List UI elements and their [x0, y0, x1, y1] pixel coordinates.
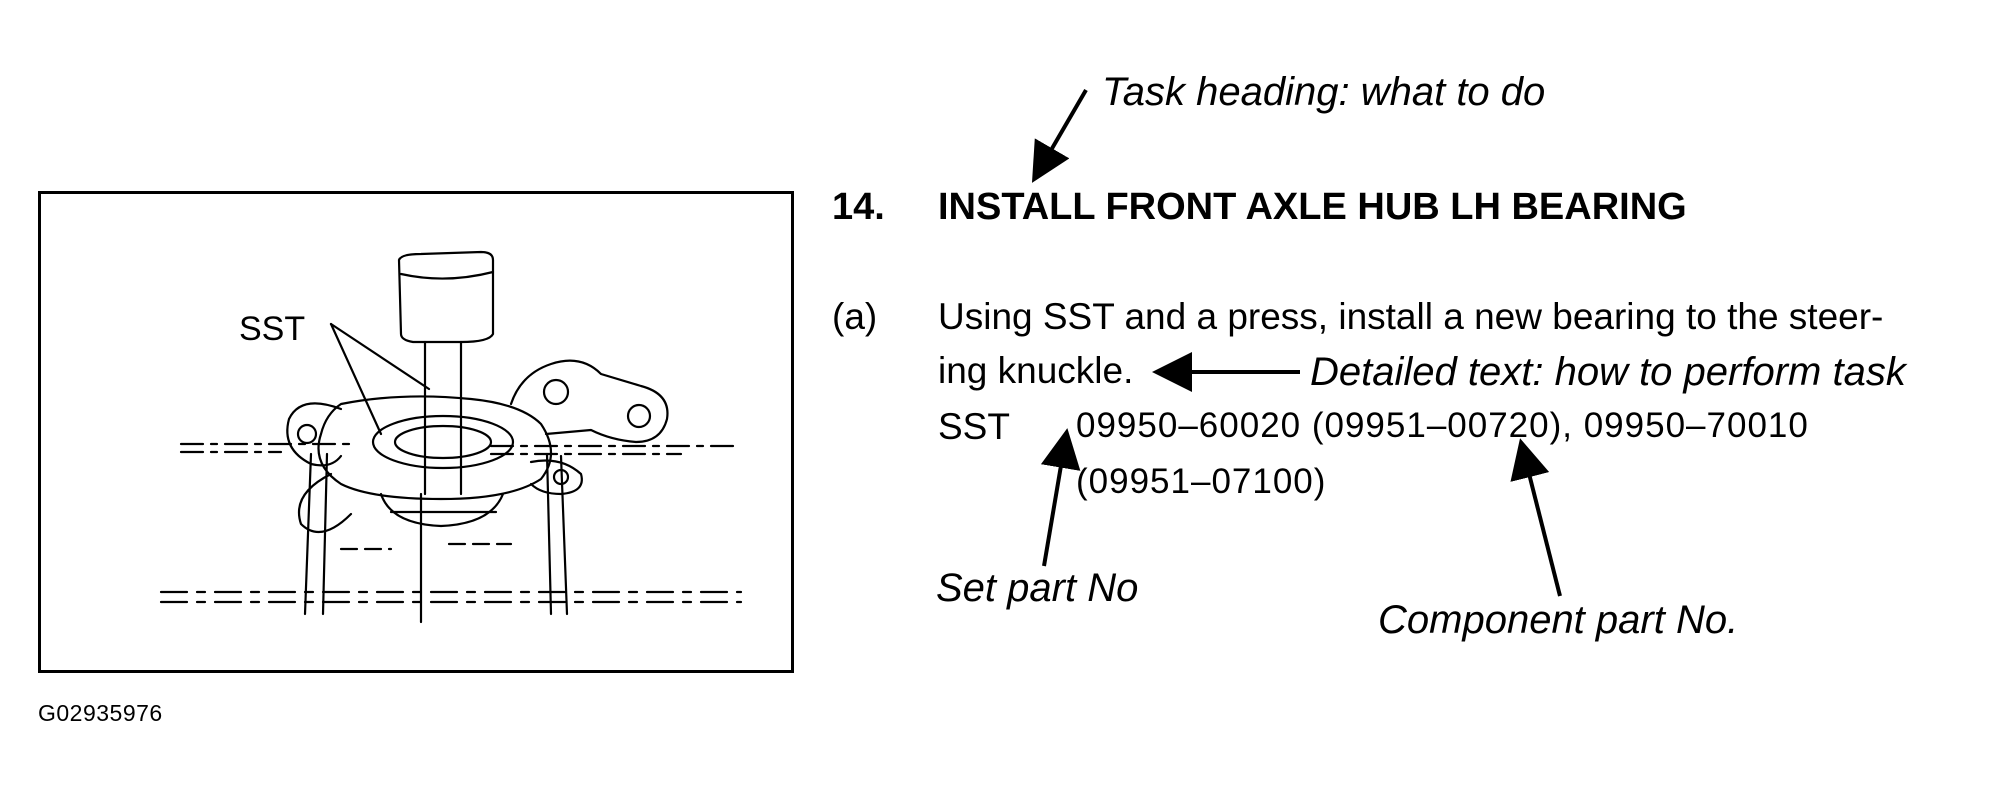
- set-part-arrow: [1040, 428, 1081, 567]
- figure-code: G02935976: [38, 700, 163, 726]
- task-heading-annotation: Task heading: what to do: [1102, 70, 1546, 114]
- sst-part-numbers-line-2: (09951–07100): [1076, 462, 1327, 501]
- step-number: 14.: [832, 186, 885, 228]
- step-title: INSTALL FRONT AXLE HUB LH BEARING: [938, 186, 1687, 228]
- set-part-annotation: Set part No: [936, 566, 1139, 610]
- figure-frame: SST: [38, 191, 794, 673]
- task-heading-arrow: [1031, 88, 1088, 183]
- sst-part-numbers-line-1: 09950–60020 (09951–00720), 09950–70010: [1076, 406, 1809, 445]
- detailed-text-annotation: Detailed text: how to perform task: [1310, 350, 1906, 394]
- instruction-line-2: ing knuckle.: [938, 350, 1134, 391]
- sst-label: SST: [938, 406, 1010, 447]
- component-part-arrow: [1510, 438, 1562, 597]
- sst-figure-label: SST: [239, 310, 306, 348]
- instruction-line-1: Using SST and a press, install a new bea…: [938, 296, 1884, 337]
- component-part-annotation: Component part No.: [1378, 598, 1739, 642]
- substep-letter: (a): [832, 296, 878, 337]
- knuckle-press-illustration: [159, 250, 743, 624]
